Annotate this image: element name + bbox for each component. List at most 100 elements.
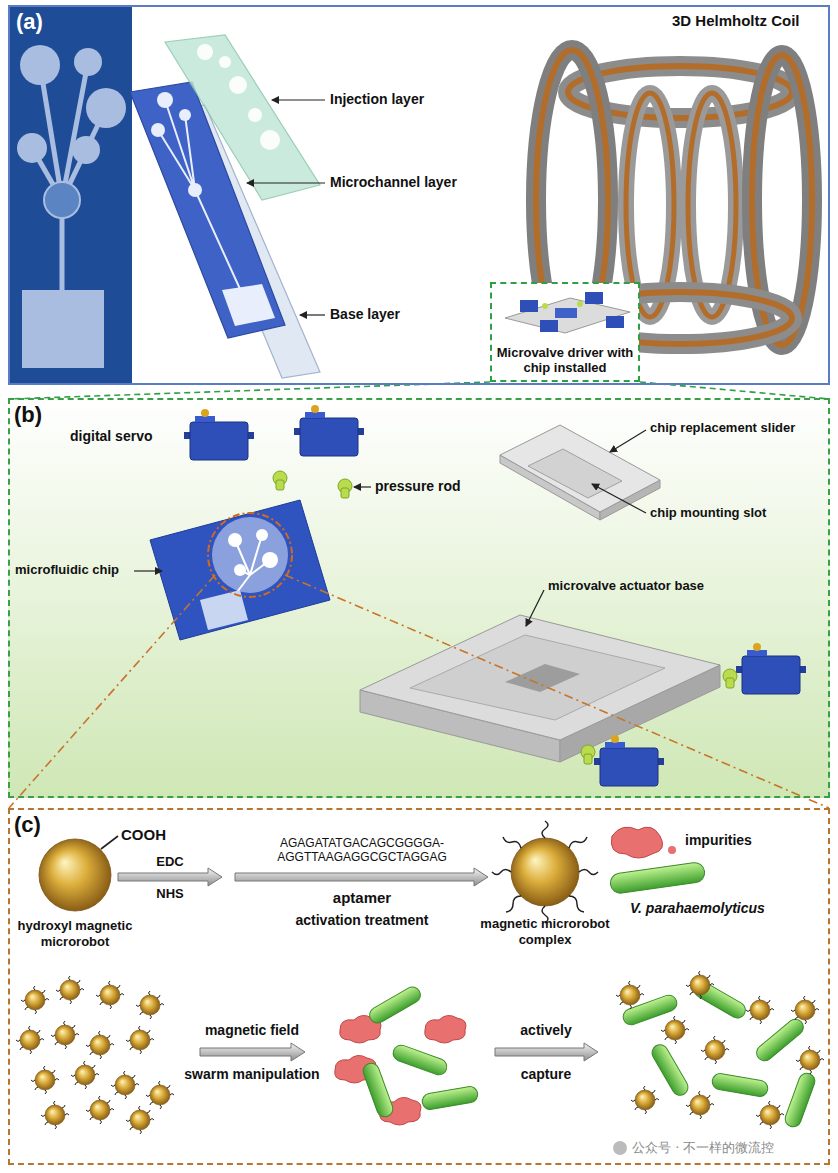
microfluidic-chip-drawing xyxy=(262,552,278,568)
microfluidic-chip-drawing xyxy=(212,517,288,593)
digital-servo xyxy=(190,422,248,460)
process-arrow xyxy=(495,1043,598,1061)
item-label: magnetic microrobot complex xyxy=(470,916,620,947)
microchannel-layer xyxy=(157,92,173,108)
chip-layout-inset xyxy=(74,48,102,76)
microchannel-layer xyxy=(151,123,165,137)
part-label: digital servo xyxy=(70,428,152,445)
sequence-text: AGAGATATGACAGCGGGGA- AGGTTAAGAGGCGCTAGGA… xyxy=(270,836,455,865)
captured-bacteria xyxy=(796,1046,824,1074)
injection-layer xyxy=(197,44,213,60)
bacterium xyxy=(609,861,706,894)
step-label: actively xyxy=(520,1022,571,1039)
injection-layer xyxy=(229,76,247,94)
installed-driver xyxy=(542,303,548,309)
installed-driver xyxy=(577,301,583,307)
installed-driver xyxy=(505,298,630,333)
microfluidic-chip-drawing xyxy=(234,564,246,576)
part-label: chip mounting slot xyxy=(650,505,766,521)
injection-layer xyxy=(165,35,320,200)
installed-driver xyxy=(520,300,538,312)
actuator-base xyxy=(360,615,720,740)
replacement-slider xyxy=(500,425,660,512)
panel: (b) xyxy=(8,398,830,798)
microrobot-swarm xyxy=(136,991,164,1019)
watermark: 公众号 · 不一样的微流控 xyxy=(632,1140,774,1156)
microfluidic-chip-drawing xyxy=(228,533,242,547)
callout-title: Microvalve driver with chip installed xyxy=(496,345,634,376)
leader-line xyxy=(134,430,646,626)
microrobot-swarm xyxy=(71,1061,99,1089)
microrobot-swarm xyxy=(126,1026,154,1054)
captured-bacteria xyxy=(616,971,824,1129)
chip-layout-inset xyxy=(17,133,47,163)
organism-label: V. parahaemolyticus xyxy=(630,900,765,917)
panel: (a) Microvalve driver with chip installed xyxy=(8,5,830,385)
leader-line xyxy=(300,314,325,315)
digital-servo xyxy=(300,418,358,456)
microfluidic-chip-drawing xyxy=(256,529,268,541)
part-label: pressure rod xyxy=(375,478,461,495)
chip-layout-inset xyxy=(44,182,80,218)
process-arrow xyxy=(200,1043,305,1061)
microrobot-swarm xyxy=(86,1031,114,1059)
captured-bacteria xyxy=(783,1071,817,1129)
zoom-line xyxy=(9,575,215,808)
leader-line xyxy=(526,590,544,626)
microfluidic-chip-drawing xyxy=(208,513,292,597)
mixed-sample xyxy=(367,984,423,1026)
item-label: hydroxyl magnetic microrobot xyxy=(5,918,145,949)
injection-layer xyxy=(248,108,262,122)
digital-servo xyxy=(201,409,209,417)
chip-layout-inset xyxy=(22,290,104,368)
panel-ground xyxy=(8,5,830,385)
microrobot-sphere xyxy=(39,836,118,911)
process-arrow xyxy=(118,868,222,886)
panel-letter: (a) xyxy=(16,9,43,35)
step-label: magnetic field xyxy=(205,1022,299,1039)
leader-line xyxy=(354,486,371,487)
part-label: microfluidic chip xyxy=(15,562,119,578)
microrobot-swarm xyxy=(41,1101,69,1129)
process-arrow xyxy=(235,868,488,886)
step-label: activation treatment xyxy=(295,912,428,929)
part-label: Base layer xyxy=(330,306,400,323)
chip-layout-inset xyxy=(72,136,100,164)
impurity-blob xyxy=(668,846,676,854)
microrobot-swarm xyxy=(111,1071,139,1099)
microrobot-swarm xyxy=(31,1066,59,1094)
microrobot-complex xyxy=(492,821,598,923)
impurity-blob xyxy=(611,827,662,858)
captured-bacteria xyxy=(791,996,819,1024)
panel-ground xyxy=(8,808,830,1165)
microrobot-complex xyxy=(511,838,579,906)
panel-ground xyxy=(8,5,830,1165)
step-label: swarm manipulation xyxy=(184,1066,319,1083)
leader-line xyxy=(610,430,646,452)
digital-servo xyxy=(611,735,619,743)
leader-line xyxy=(134,570,162,571)
installed-driver xyxy=(491,283,639,381)
leader-line xyxy=(592,484,646,513)
microrobot-swarm xyxy=(21,986,49,1014)
captured-bacteria xyxy=(701,1036,729,1064)
chip-layout-inset xyxy=(20,45,60,85)
microrobot-swarm xyxy=(56,976,84,1004)
digital-servo xyxy=(742,656,800,694)
microchannel-layer xyxy=(179,109,191,121)
panel-letter: (c) xyxy=(14,812,41,838)
digital-servo xyxy=(600,748,658,786)
captured-bacteria xyxy=(746,996,774,1024)
installed-driver xyxy=(491,283,639,381)
microrobot-sphere xyxy=(39,839,111,911)
bacterium xyxy=(609,861,706,894)
microrobot-complex xyxy=(492,821,598,923)
captured-bacteria xyxy=(756,1101,784,1129)
captured-bacteria xyxy=(649,1042,691,1098)
leader-line xyxy=(247,182,325,183)
reagent-label: NHS xyxy=(156,886,183,902)
chemical-group: COOH xyxy=(121,826,166,844)
captured-bacteria xyxy=(686,971,714,999)
